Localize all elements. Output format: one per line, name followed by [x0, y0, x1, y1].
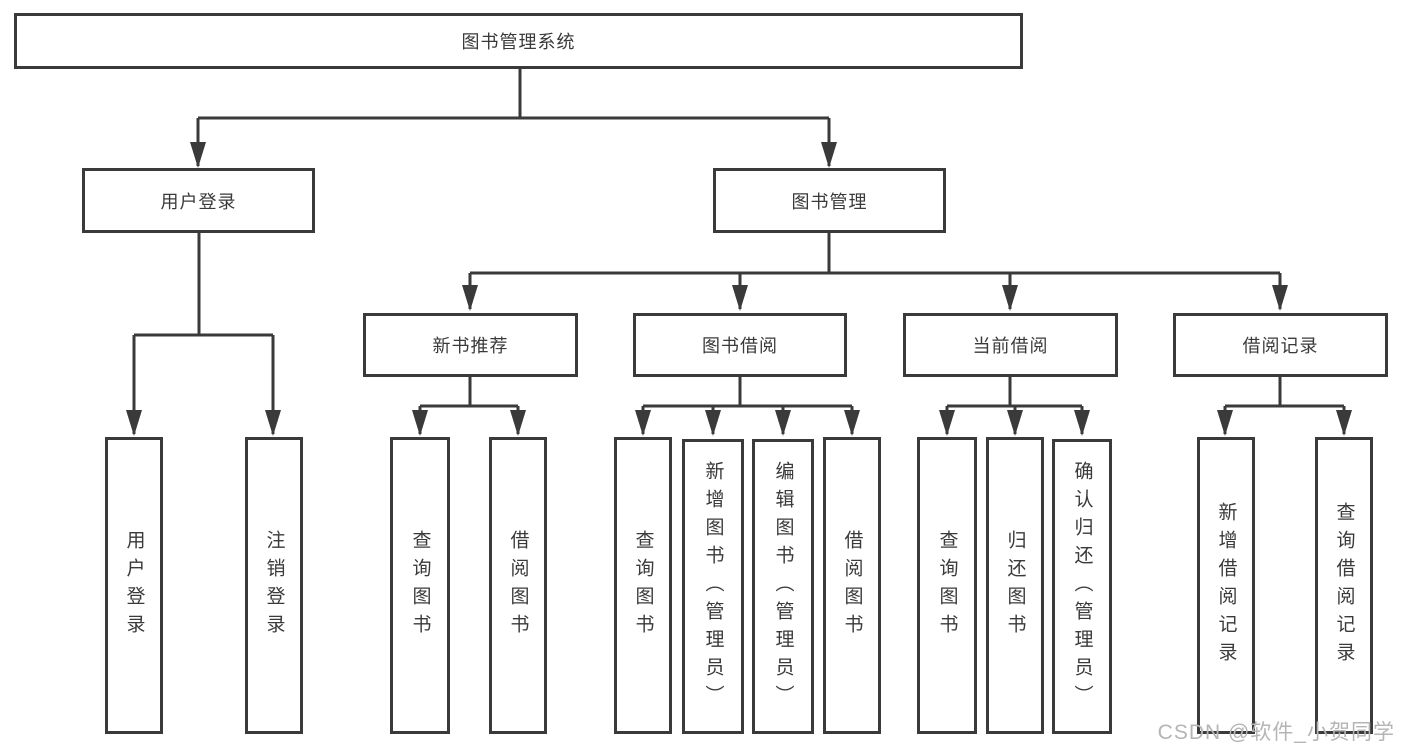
node-current-borrow: 当前借阅 — [903, 313, 1118, 377]
edge-user-login-to-leaves — [126, 233, 281, 436]
node-book-borrow-label: 图书借阅 — [702, 336, 778, 356]
leaf-query-books-2: 查询图书 — [614, 437, 672, 734]
edge-current-borrow-to-leaves — [939, 377, 1090, 436]
leaf-borrow-books-2-label: 借阅图书 — [841, 529, 863, 642]
node-book-borrow: 图书借阅 — [633, 313, 847, 377]
leaf-logout-label: 注销登录 — [263, 529, 285, 642]
node-user-login: 用户登录 — [82, 168, 315, 233]
leaf-query-borrow-record: 查询借阅记录 — [1315, 437, 1373, 734]
edge-book-mgmt-to-level3 — [462, 233, 1288, 311]
node-new-book-rec: 新书推荐 — [363, 313, 578, 377]
leaf-query-borrow-record-label: 查询借阅记录 — [1333, 501, 1355, 670]
leaf-add-borrow-record-label: 新增借阅记录 — [1215, 501, 1237, 670]
csdn-watermark: CSDN @软件_小贺同学 — [1157, 721, 1395, 744]
node-current-borrow-label: 当前借阅 — [972, 336, 1049, 356]
leaf-edit-book-admin-label: 编辑图书（管理员） — [772, 460, 794, 713]
leaf-query-books-1: 查询图书 — [390, 437, 450, 734]
leaf-confirm-return-admin: 确认归还（管理员） — [1052, 439, 1112, 734]
leaf-query-books-2-label: 查询图书 — [632, 529, 654, 642]
leaf-return-books: 归还图书 — [986, 437, 1044, 734]
node-borrow-records-label: 借阅记录 — [1242, 336, 1319, 356]
node-book-mgmt-label: 图书管理 — [791, 191, 868, 212]
node-borrow-records: 借阅记录 — [1173, 313, 1388, 377]
leaf-edit-book-admin: 编辑图书（管理员） — [752, 439, 814, 734]
leaf-query-books-1-label: 查询图书 — [409, 529, 431, 642]
leaf-add-book-admin-label: 新增图书（管理员） — [702, 460, 724, 713]
node-book-mgmt: 图书管理 — [713, 168, 946, 233]
leaf-borrow-books-1: 借阅图书 — [489, 437, 547, 734]
node-root-label: 图书管理系统 — [461, 32, 576, 52]
node-new-book-rec-label: 新书推荐 — [432, 336, 509, 356]
edge-book-borrow-to-leaves — [635, 377, 860, 436]
leaf-query-books-3: 查询图书 — [917, 437, 977, 734]
leaf-add-borrow-record: 新增借阅记录 — [1197, 437, 1255, 734]
edge-borrow-records-to-leaves — [1217, 377, 1352, 436]
edge-new-book-rec-to-leaves — [412, 377, 526, 436]
edge-root-to-level2 — [190, 69, 837, 168]
node-user-login-label: 用户登录 — [160, 191, 237, 212]
leaf-query-books-3-label: 查询图书 — [936, 529, 958, 642]
leaf-user-login: 用户登录 — [105, 437, 163, 734]
leaf-return-books-label: 归还图书 — [1004, 529, 1026, 642]
leaf-logout: 注销登录 — [245, 437, 303, 734]
node-root: 图书管理系统 — [14, 13, 1023, 69]
leaf-borrow-books-2: 借阅图书 — [823, 437, 881, 734]
leaf-borrow-books-1-label: 借阅图书 — [507, 529, 529, 642]
leaf-add-book-admin: 新增图书（管理员） — [682, 439, 744, 734]
leaf-confirm-return-admin-label: 确认归还（管理员） — [1071, 460, 1093, 713]
leaf-user-login-label: 用户登录 — [123, 529, 145, 642]
